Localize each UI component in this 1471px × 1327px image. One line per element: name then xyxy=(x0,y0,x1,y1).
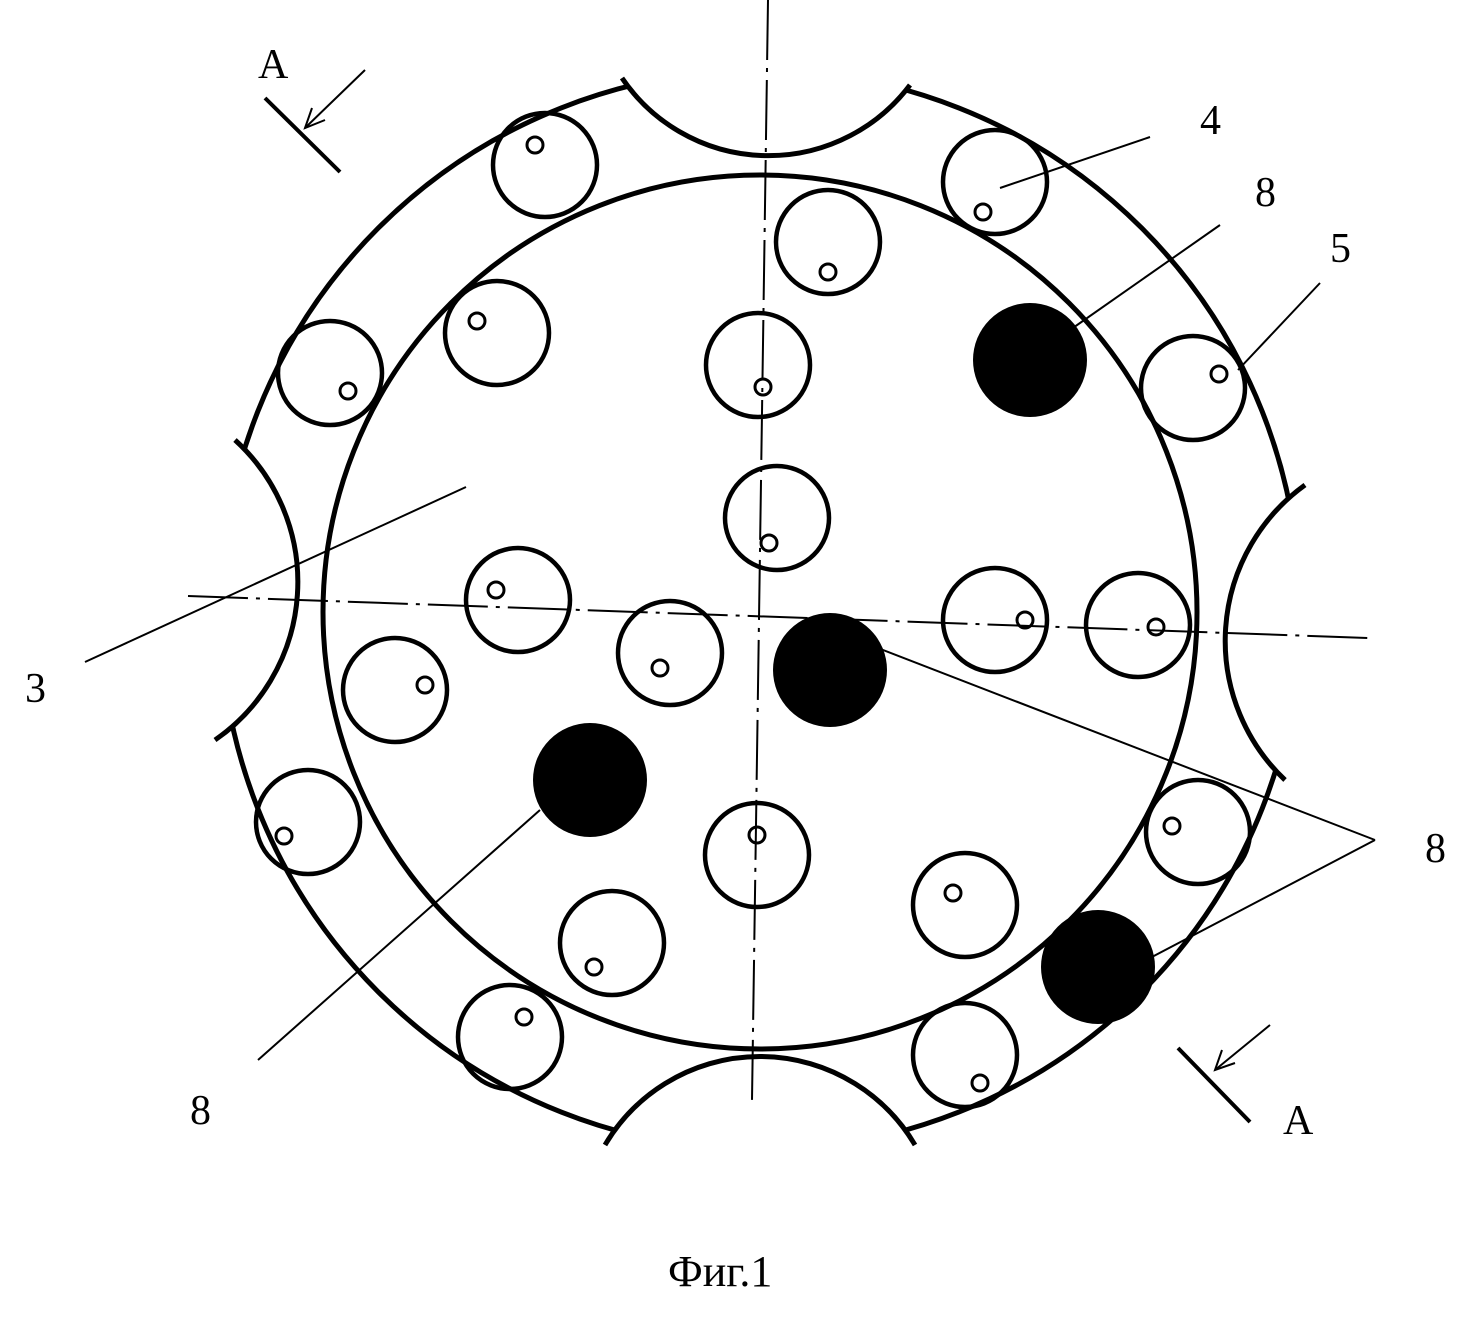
channel-inner-dot xyxy=(586,959,602,975)
channel-inner-dot xyxy=(1148,619,1164,635)
channel-inner-dot xyxy=(749,827,765,843)
channel-hole xyxy=(1141,336,1245,440)
ref-label-8-top: 8 xyxy=(1255,172,1276,214)
leader-8-right-b xyxy=(1150,840,1375,958)
leader-4 xyxy=(1000,137,1150,188)
channel-hole xyxy=(278,321,382,425)
figure-caption: Фиг.1 xyxy=(668,1248,772,1296)
channel-inner-dot xyxy=(755,379,771,395)
solid-element-8 xyxy=(1041,910,1155,1024)
channel-inner-dot xyxy=(975,204,991,220)
section-arrow-top xyxy=(305,70,365,128)
channel-inner-dot xyxy=(488,582,504,598)
channel-hole xyxy=(618,601,722,705)
channel-inner-dot xyxy=(340,383,356,399)
channel-inner-dot xyxy=(516,1009,532,1025)
leader-8-bottom xyxy=(258,810,540,1060)
section-arrow-bottom xyxy=(1215,1025,1270,1070)
section-mark-top xyxy=(265,98,340,172)
channel-hole xyxy=(493,113,597,217)
channel-hole xyxy=(725,466,829,570)
ref-label-8-right: 8 xyxy=(1425,828,1446,870)
channel-hole xyxy=(1086,573,1190,677)
channel-inner-dot xyxy=(527,137,543,153)
leader-5 xyxy=(1238,283,1320,370)
channel-inner-dot xyxy=(417,677,433,693)
ref-label-5: 5 xyxy=(1330,228,1351,270)
ref-label-4: 4 xyxy=(1200,100,1221,142)
section-mark-bottom xyxy=(1178,1048,1250,1122)
channel-inner-dot xyxy=(652,660,668,676)
solid-element-8 xyxy=(973,303,1087,417)
channel-hole xyxy=(776,190,880,294)
solid-element-8 xyxy=(533,723,647,837)
channel-inner-dot xyxy=(1164,818,1180,834)
channel-hole xyxy=(560,891,664,995)
channel-hole xyxy=(943,568,1047,672)
ref-label-8-bottom: 8 xyxy=(190,1090,211,1132)
channel-hole xyxy=(913,853,1017,957)
channel-inner-dot xyxy=(469,313,485,329)
channel-hole xyxy=(706,313,810,417)
channel-inner-dot xyxy=(820,264,836,280)
channel-hole xyxy=(913,1003,1017,1107)
channel-hole xyxy=(445,281,549,385)
channel-inner-dot xyxy=(945,885,961,901)
channel-inner-dot xyxy=(761,535,777,551)
channel-hole xyxy=(1146,780,1250,884)
solid-element-8 xyxy=(773,613,887,727)
channel-inner-dot xyxy=(276,828,292,844)
channel-hole xyxy=(943,130,1047,234)
channel-hole xyxy=(256,770,360,874)
channel-inner-dot xyxy=(972,1075,988,1091)
channel-hole xyxy=(458,985,562,1089)
channel-hole xyxy=(466,548,570,652)
notch-bottom-mask xyxy=(605,1057,915,1158)
leader-8-top xyxy=(1070,225,1220,330)
ref-label-3: 3 xyxy=(25,668,46,710)
notch-left-mask xyxy=(205,440,298,740)
section-label-bottom: A xyxy=(1283,1100,1313,1142)
section-label-top: A xyxy=(258,44,288,86)
channel-inner-dot xyxy=(1211,366,1227,382)
